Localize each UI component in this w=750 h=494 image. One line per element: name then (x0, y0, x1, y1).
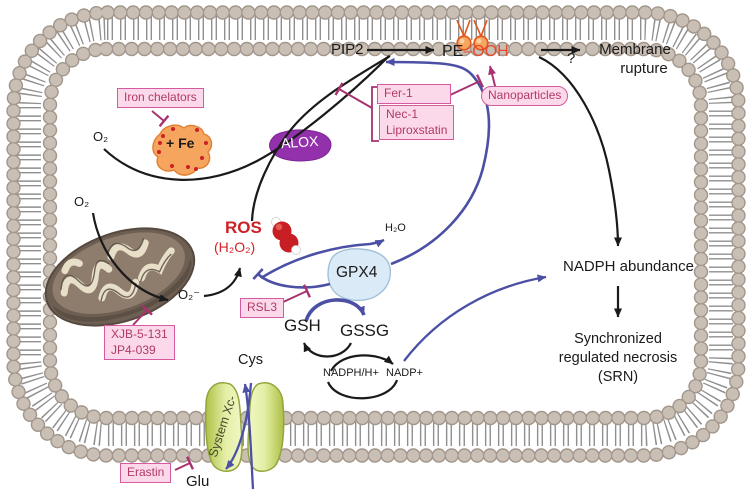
arrow-glu-export (225, 382, 253, 470)
peooh-label: PE–OOH (442, 43, 509, 61)
ooh-text: OOH (472, 43, 509, 60)
tbar-gpx4-to-ros (252, 267, 331, 289)
gpx4-enzyme-blob (327, 248, 392, 302)
blue-pathway-lines (225, 58, 547, 490)
alox-label: ALOX (280, 132, 319, 152)
arrow-gpx4-to-pip2 (385, 58, 491, 266)
gssg-label: GSSG (340, 321, 390, 340)
superoxide-label: O₂⁻ (178, 287, 201, 302)
oxidized-lipid-icon (456, 19, 489, 51)
tbar-erastin-to-channel (174, 456, 195, 471)
cell-membrane (6, 5, 746, 463)
gsh-label: GSH (284, 316, 321, 335)
fe-label: + Fe (166, 135, 195, 151)
inhibitor-lines (132, 65, 500, 471)
o2-mid-label: O₂ (74, 194, 90, 209)
iron-fe-blob (152, 124, 213, 176)
tbar-iron-chelators-to-fe (151, 110, 170, 128)
question-mark-label: ? (567, 50, 576, 67)
h2o2-molecule-icon (271, 217, 301, 255)
black-pathway-lines (91, 46, 622, 400)
curve-o2-to-pip2 (103, 55, 390, 181)
membrane-rupture-label: Membrane rupture (599, 41, 671, 77)
fer1-box: Fer-1 (377, 84, 451, 104)
glu-label: Glu (186, 473, 210, 490)
curve-pip2-to-ros (250, 55, 391, 222)
arrow-superoxide-to-ros (203, 267, 242, 298)
tbar-rsl3-to-gpx4 (280, 284, 312, 304)
xjb-jp4-box: XJB-5-131 JP4-039 (104, 325, 175, 361)
arc-gssg-to-gsh (302, 342, 352, 358)
pe-text: PE (442, 43, 464, 60)
pip2-label: PIP2 (331, 41, 364, 58)
rsl3-box: RSL3 (240, 298, 285, 318)
gpx4-label: GPX4 (336, 264, 378, 281)
bracket-fer1-nec1 (371, 86, 379, 142)
arrow-nadp-to-nadph-abundance (403, 274, 547, 362)
fe-dots (157, 127, 208, 171)
mitochondria-illustration (44, 227, 196, 327)
o2-top-label: O₂ (93, 129, 109, 144)
arc-nadph-to-nadp (330, 354, 394, 372)
tbar-fer1-to-nano-arrow (447, 74, 485, 97)
curve-peooh-to-nadph (538, 56, 622, 247)
ros-label: ROS (225, 218, 262, 237)
srn-label: Synchronized regulated necrosis (SRN) (558, 331, 678, 385)
arc-nadp-return (326, 379, 399, 400)
tbar-bracket-to-alox-curve (334, 82, 373, 109)
nadph-h-label: NADPH/H+ (323, 367, 379, 379)
arrow-cys-import (242, 383, 255, 490)
nec1-liproxstatin-box: Nec-1 Liproxstatin (379, 105, 455, 141)
arrow-o2-to-superoxide (91, 212, 169, 303)
erastin-box: Erastin (120, 463, 172, 483)
arrow-h2o2-to-h2o (260, 238, 385, 280)
nadp-label: NADP+ (386, 367, 423, 379)
nadph-abundance-label: NADPH abundance (563, 258, 694, 275)
pe-dash: – (463, 43, 473, 60)
iron-chelators-box: Iron chelators (117, 88, 204, 108)
h2o2-label: (H₂O₂) (214, 239, 256, 255)
system-xc-channel (204, 382, 285, 472)
tbar-xjb-to-mito-arrow (132, 304, 153, 326)
arrow-gsh-to-gssg (304, 298, 366, 322)
nanoparticles-box: Nanoparticles (481, 86, 569, 106)
cys-label: Cys (238, 352, 263, 368)
h2o-label: H₂O (385, 222, 406, 234)
